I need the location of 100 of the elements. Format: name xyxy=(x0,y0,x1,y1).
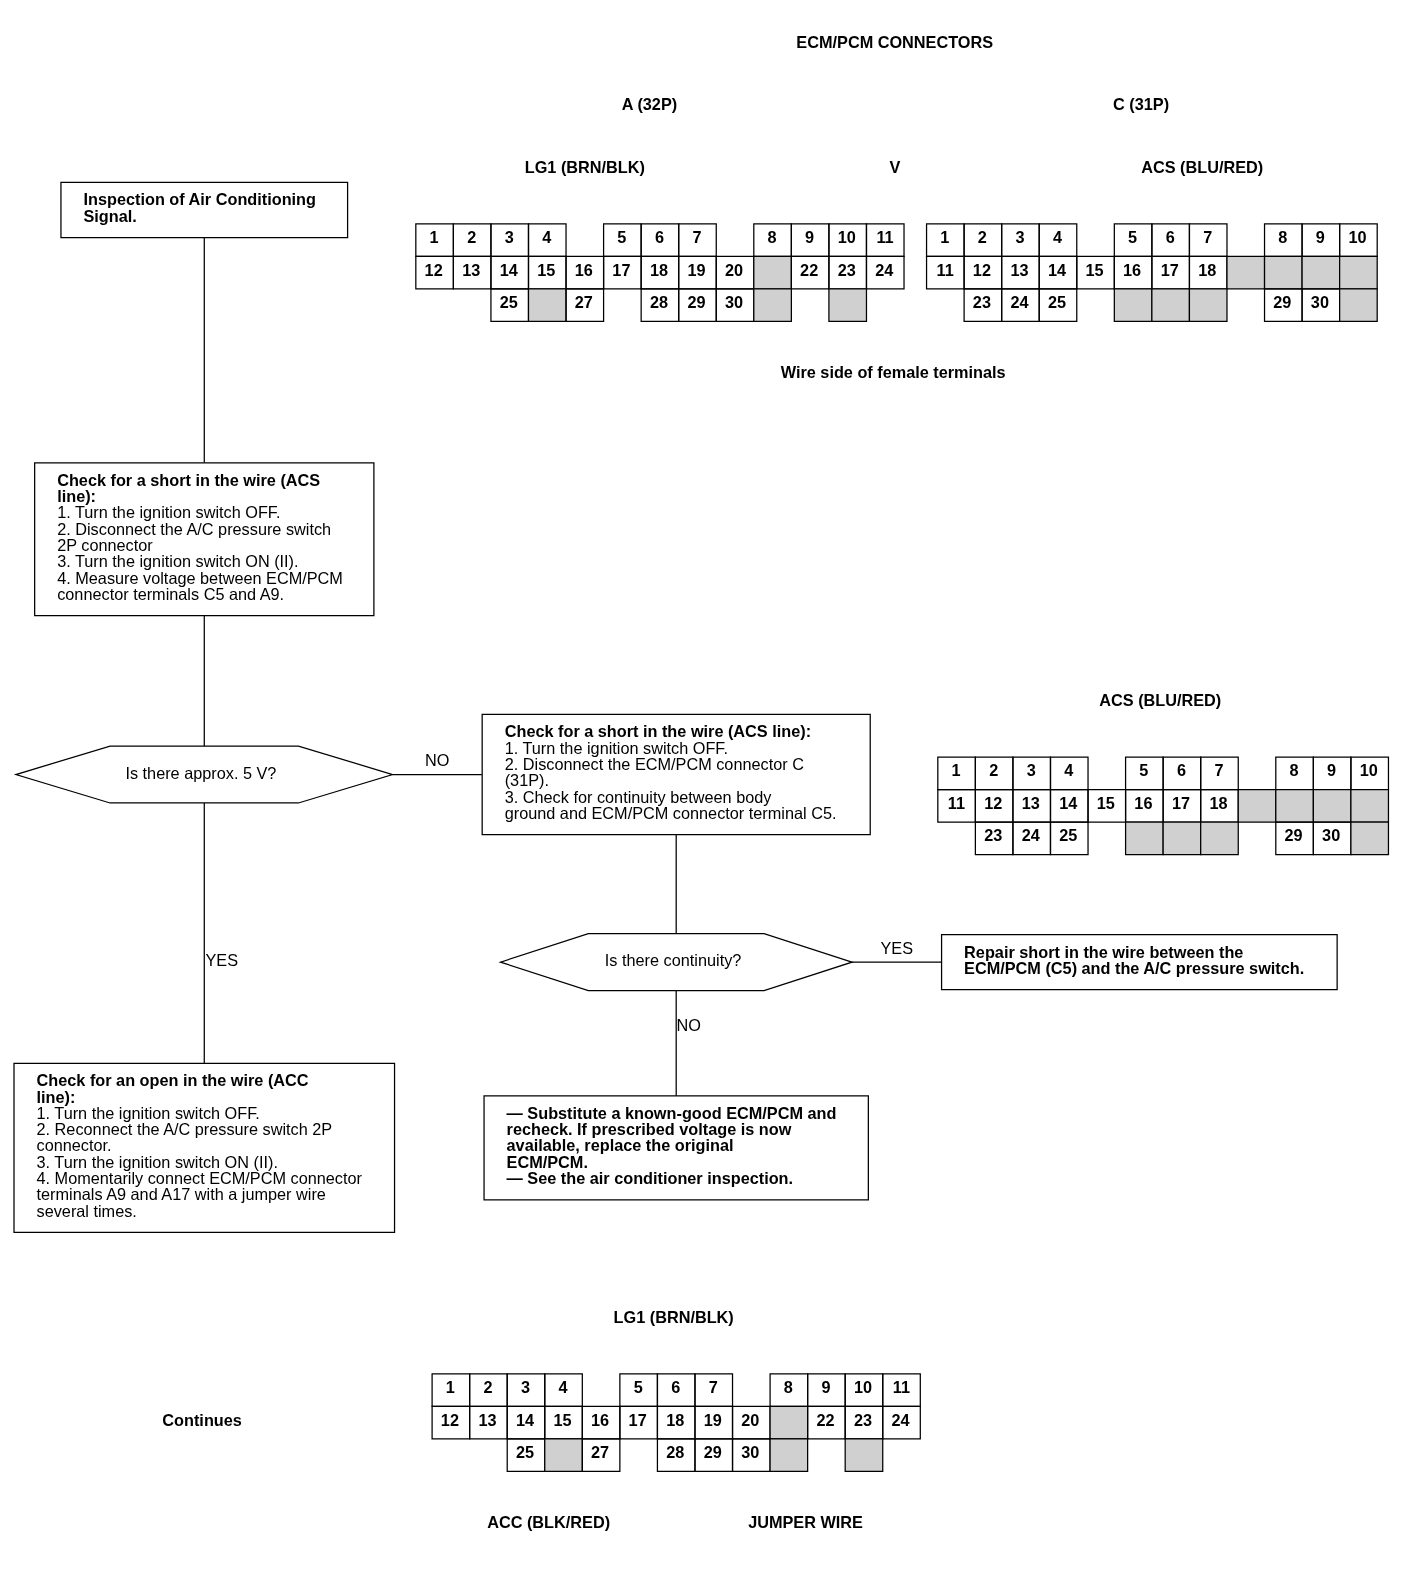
label: 30 xyxy=(1310,293,1329,312)
label: 15 xyxy=(536,260,555,279)
label: 7 xyxy=(1202,228,1212,247)
label: 11 xyxy=(892,1378,910,1397)
label: 25 xyxy=(1058,826,1077,845)
label: 10 xyxy=(853,1378,872,1397)
label: 22 xyxy=(799,260,818,279)
label: 28 xyxy=(665,1443,684,1462)
label: 27 xyxy=(574,293,593,312)
label: A (32P) xyxy=(621,95,677,114)
label: 18 xyxy=(665,1410,684,1429)
label: 5 xyxy=(616,228,626,247)
label: 24 xyxy=(891,1410,910,1429)
label: 30 xyxy=(724,293,743,312)
label: 28 xyxy=(649,293,668,312)
label: 24 xyxy=(1021,826,1040,845)
label: 17 xyxy=(628,1410,647,1429)
label: 4 xyxy=(541,228,551,247)
label: 8 xyxy=(783,1378,793,1397)
label: 25 xyxy=(515,1443,534,1462)
label: 15 xyxy=(553,1410,572,1429)
label: 3 xyxy=(504,228,514,247)
label: 13 xyxy=(477,1410,497,1429)
label: 16 xyxy=(1122,260,1141,279)
label: ACC (BLK/RED) xyxy=(486,1513,610,1532)
label: 2 xyxy=(482,1378,492,1397)
label: 10 xyxy=(1347,228,1366,247)
label: 3 xyxy=(1014,228,1024,247)
label: 4 xyxy=(1052,228,1062,247)
label: 6 xyxy=(1165,228,1175,247)
label: 16 xyxy=(1133,793,1152,812)
label: 18 xyxy=(649,260,668,279)
label: 5 xyxy=(1138,761,1148,780)
label: 9 xyxy=(820,1378,830,1397)
label: 23 xyxy=(837,260,856,279)
label: 10 xyxy=(837,228,856,247)
label: 24 xyxy=(1009,293,1029,312)
label: 19 xyxy=(686,260,706,279)
label: 11 xyxy=(875,228,894,247)
label: V xyxy=(889,157,900,176)
label: 4 xyxy=(1063,761,1073,780)
label: 24 xyxy=(874,260,893,279)
label: 20 xyxy=(724,260,743,279)
label: 20 xyxy=(740,1410,759,1429)
label: Continues xyxy=(161,1410,242,1429)
label: 12 xyxy=(440,1410,459,1429)
edge-label: NO xyxy=(676,1016,701,1035)
label: Wire side of female terminals xyxy=(780,363,1006,382)
label: 1 xyxy=(445,1378,455,1397)
label: 6 xyxy=(670,1378,680,1397)
label: 30 xyxy=(1321,826,1340,845)
label: 13 xyxy=(1009,260,1029,279)
label: 17 xyxy=(611,260,630,279)
label: 25 xyxy=(1047,293,1066,312)
label: 15 xyxy=(1085,260,1104,279)
label: 5 xyxy=(633,1378,643,1397)
label: 23 xyxy=(983,826,1002,845)
label: 8 xyxy=(1289,761,1299,780)
label: 14 xyxy=(1047,260,1066,279)
label: 8 xyxy=(1277,228,1287,247)
label: ACS (BLU/RED) xyxy=(1140,157,1263,176)
label: 9 xyxy=(1315,228,1325,247)
label: 11 xyxy=(936,260,954,279)
label: 22 xyxy=(815,1410,834,1429)
label: 15 xyxy=(1096,793,1115,812)
label: 18 xyxy=(1208,793,1228,812)
label: 13 xyxy=(461,260,480,279)
label: 25 xyxy=(499,293,518,312)
label: 3 xyxy=(520,1378,530,1397)
label: 5 xyxy=(1127,228,1137,247)
label: 6 xyxy=(654,228,664,247)
edge-label: YES xyxy=(205,951,238,970)
label: 29 xyxy=(686,293,706,312)
label: 19 xyxy=(703,1410,722,1429)
label: 1 xyxy=(951,761,961,780)
label: LG1 (BRN/BLK) xyxy=(524,157,645,176)
label: 17 xyxy=(1171,793,1190,812)
label: 1 xyxy=(429,228,439,247)
label: 11 xyxy=(947,793,965,812)
label: 12 xyxy=(972,260,991,279)
label: 9 xyxy=(804,228,814,247)
label: 4 xyxy=(558,1378,568,1397)
label: 7 xyxy=(691,228,702,247)
label: 3 xyxy=(1026,761,1036,780)
label: 27 xyxy=(590,1443,609,1462)
label: 12 xyxy=(983,793,1002,812)
label: 8 xyxy=(767,228,777,247)
label: ECM/PCM CONNECTORS xyxy=(795,32,993,51)
label: 2 xyxy=(977,228,987,247)
label: ACS (BLU/RED) xyxy=(1098,691,1221,710)
label: 16 xyxy=(590,1410,609,1429)
label: 29 xyxy=(1272,293,1291,312)
label: 2 xyxy=(466,228,476,247)
label: 29 xyxy=(703,1443,722,1462)
label: 14 xyxy=(499,260,518,279)
label: 6 xyxy=(1176,761,1186,780)
label: 16 xyxy=(574,260,593,279)
label: 13 xyxy=(1021,793,1040,812)
label: 30 xyxy=(740,1443,759,1462)
label: 14 xyxy=(515,1410,534,1429)
